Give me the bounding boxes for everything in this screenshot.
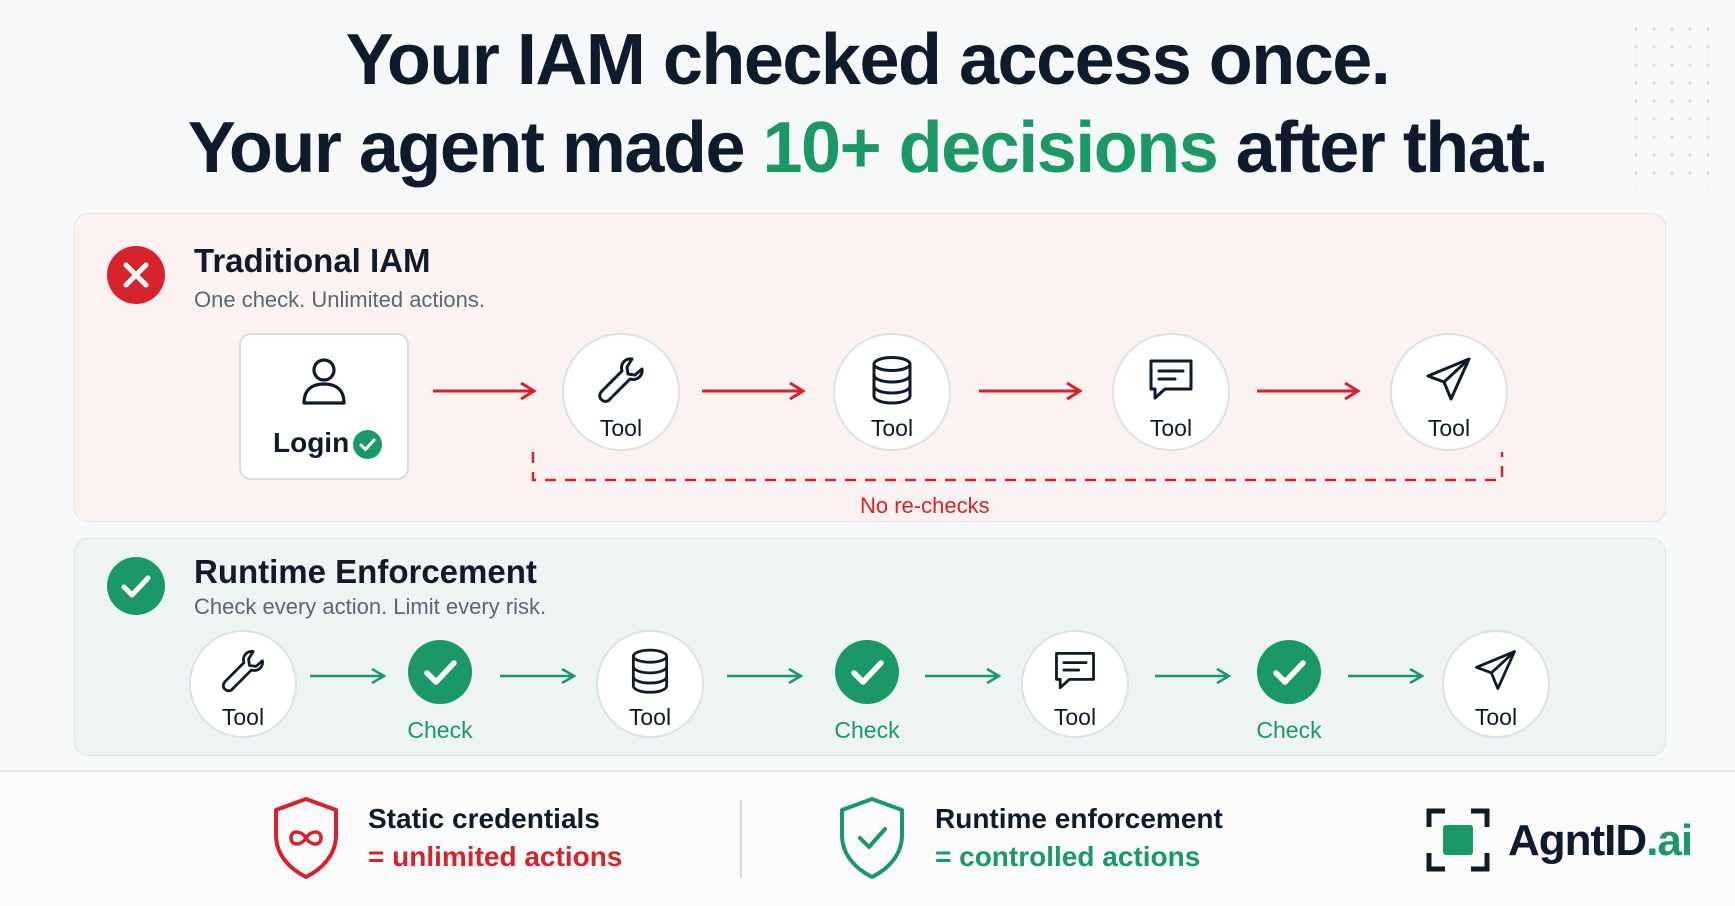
agntid-logo-text: AgntID.ai xyxy=(1508,816,1693,866)
chat-icon xyxy=(1055,652,1095,690)
check-label: Check xyxy=(1256,717,1322,743)
tool-label: Tool xyxy=(1053,704,1097,730)
check-label: Check xyxy=(834,717,900,743)
database-icon xyxy=(631,648,669,694)
wrench-icon xyxy=(221,650,264,693)
infinity-shield-icon xyxy=(274,797,338,879)
footer-separator xyxy=(740,800,742,878)
runtime-tool-chat: Tool xyxy=(1021,630,1129,738)
check-label: Check xyxy=(407,717,473,743)
red-arrow xyxy=(979,381,1083,401)
green-arrow xyxy=(310,667,387,685)
check-circle-icon xyxy=(408,640,472,704)
traditional-title: Traditional IAM xyxy=(194,242,431,279)
check-circle-icon xyxy=(1257,640,1321,704)
tool-label: Tool xyxy=(1427,415,1471,441)
logo-tld: .ai xyxy=(1646,816,1693,865)
headline-text-before: Your agent made xyxy=(187,108,763,188)
database-icon xyxy=(872,356,912,405)
traditional-subtitle: One check. Unlimited actions. xyxy=(194,287,486,312)
login-box: Login xyxy=(239,333,409,480)
check-circle-icon xyxy=(353,430,382,459)
runtime-enforcement-title: Runtime enforcement xyxy=(935,803,1223,834)
runtime-enforcement-panel xyxy=(74,538,1666,756)
check-circle-icon xyxy=(835,640,899,704)
red-arrow xyxy=(433,381,537,401)
green-arrow xyxy=(925,667,1002,685)
headline-line-1: Your IAM checked access once. xyxy=(345,20,1391,100)
headline-accent: 10+ decisions xyxy=(762,108,1218,188)
headline-line-2: Your agent made 10+ decisions after that… xyxy=(0,112,1735,184)
send-icon xyxy=(1475,650,1516,690)
user-icon xyxy=(302,358,346,405)
footer-divider xyxy=(0,770,1735,772)
runtime-tool-database: Tool xyxy=(596,630,704,738)
tool-label: Tool xyxy=(221,704,265,730)
no-recheck-bracket xyxy=(531,452,1504,482)
traditional-tool-chat: Tool xyxy=(1112,333,1230,451)
green-arrow xyxy=(727,667,804,685)
x-badge-icon xyxy=(107,246,165,304)
tool-label: Tool xyxy=(628,704,672,730)
runtime-tool-send: Tool xyxy=(1442,630,1550,738)
traditional-tool-send: Tool xyxy=(1390,333,1508,451)
check-shield-icon xyxy=(840,797,904,879)
static-credentials-title: Static credentials xyxy=(368,803,600,834)
headline-text-after: after that. xyxy=(1217,108,1549,188)
red-arrow xyxy=(702,381,806,401)
red-arrow xyxy=(1257,381,1361,401)
runtime-tool-wrench: Tool xyxy=(189,630,297,738)
tool-label: Tool xyxy=(870,415,914,441)
tool-label: Tool xyxy=(1149,415,1193,441)
logo-name: AgntID xyxy=(1508,816,1647,865)
traditional-tool-database: Tool xyxy=(833,333,951,451)
tool-label: Tool xyxy=(1474,704,1518,730)
check-badge-icon xyxy=(107,557,165,615)
runtime-enforcement-sub: = controlled actions xyxy=(935,841,1201,872)
runtime-subtitle: Check every action. Limit every risk. xyxy=(194,594,547,619)
green-arrow xyxy=(500,667,577,685)
green-arrow xyxy=(1155,667,1232,685)
dot-pattern xyxy=(1627,20,1717,190)
send-icon xyxy=(1426,357,1471,401)
green-arrow xyxy=(1348,667,1425,685)
no-rechecks-label: No re-checks xyxy=(860,493,990,518)
chat-icon xyxy=(1149,359,1193,400)
login-label: Login xyxy=(273,427,350,458)
agntid-logo-icon xyxy=(1426,808,1490,872)
runtime-title: Runtime Enforcement xyxy=(194,553,537,590)
static-credentials-sub: = unlimited actions xyxy=(368,841,623,872)
wrench-icon xyxy=(598,357,644,403)
tool-label: Tool xyxy=(599,415,643,441)
traditional-tool-wrench: Tool xyxy=(562,333,680,451)
